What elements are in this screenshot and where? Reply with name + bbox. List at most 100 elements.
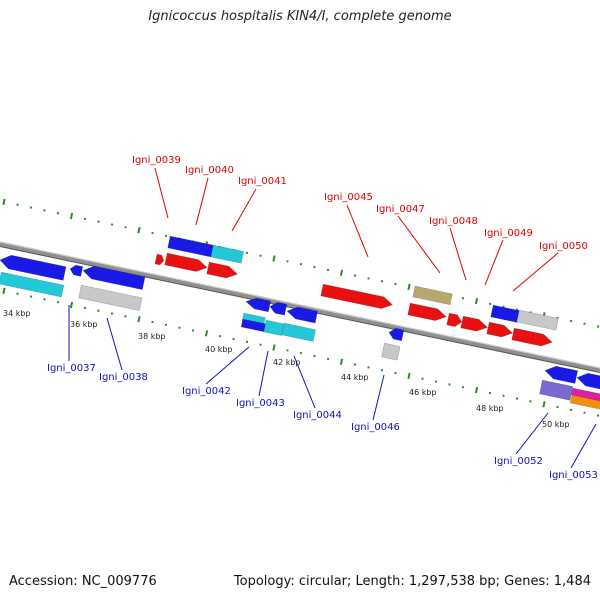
gene-label[interactable]: Igni_0043 bbox=[236, 398, 285, 409]
accession-text: Accession: NC_009776 bbox=[9, 574, 157, 589]
tick-mark bbox=[569, 408, 573, 412]
gene-block bbox=[569, 394, 600, 410]
gene-arrow bbox=[69, 264, 84, 277]
tick-mark bbox=[272, 255, 276, 262]
tick-mark bbox=[502, 394, 505, 397]
gene-label[interactable]: Igni_0046 bbox=[351, 422, 400, 433]
gene-arrow bbox=[269, 302, 288, 316]
gene-block bbox=[570, 387, 600, 402]
scale-labels: 34 kbp 36 kbp 38 kbp 40 kbp 42 kbp 44 kb… bbox=[3, 309, 570, 429]
tick-mark bbox=[556, 405, 559, 409]
gene-block bbox=[381, 342, 401, 361]
tick-mark bbox=[569, 319, 573, 323]
gene-arrow bbox=[544, 365, 579, 384]
gene-arrow bbox=[388, 327, 405, 342]
gene-block bbox=[281, 322, 316, 342]
tick-mark bbox=[97, 309, 100, 312]
tick-mark bbox=[367, 277, 370, 280]
gene-block bbox=[0, 271, 65, 298]
gene-arrow bbox=[245, 297, 271, 313]
tick-mark bbox=[474, 297, 479, 305]
gene-arrow bbox=[511, 327, 553, 347]
tick-mark bbox=[339, 358, 344, 365]
gene-label[interactable]: Igni_0038 bbox=[99, 372, 148, 383]
gene-label[interactable]: Igni_0040 bbox=[185, 165, 234, 176]
tick-mark bbox=[245, 251, 249, 255]
callout-line bbox=[205, 346, 250, 385]
tick-mark bbox=[259, 254, 262, 257]
callout-line bbox=[484, 239, 504, 286]
gene-block bbox=[167, 235, 214, 258]
tick-mark bbox=[2, 287, 6, 294]
gene-label[interactable]: Igni_0047 bbox=[376, 204, 425, 215]
tick-mark bbox=[69, 301, 74, 309]
genome-backbone bbox=[0, 241, 600, 373]
tick-mark bbox=[286, 260, 289, 263]
gene-arrow bbox=[320, 283, 394, 309]
scale-label: 42 kbp bbox=[273, 358, 301, 367]
tick-mark bbox=[421, 377, 424, 380]
gene-label[interactable]: Igni_0052 bbox=[494, 456, 543, 467]
tick-mark bbox=[110, 312, 114, 315]
gene-arrow bbox=[407, 302, 447, 321]
scale-label: 48 kbp bbox=[476, 404, 504, 413]
gene-block bbox=[263, 319, 285, 336]
tick-mark bbox=[124, 226, 127, 229]
tick-mark bbox=[272, 344, 276, 351]
gene-label[interactable]: Igni_0041 bbox=[238, 176, 287, 187]
tick-mark bbox=[448, 383, 451, 386]
gene-label[interactable]: Igni_0049 bbox=[484, 228, 533, 239]
callout-line bbox=[397, 215, 441, 274]
gene-label[interactable]: Igni_0042 bbox=[182, 386, 231, 397]
tick-mark bbox=[394, 371, 397, 375]
callout-lines bbox=[68, 167, 597, 469]
scale-label: 36 kbp bbox=[70, 320, 98, 329]
gene-label[interactable]: Igni_0053 bbox=[549, 470, 598, 481]
gene-label[interactable]: Igni_0048 bbox=[429, 216, 478, 227]
tick-mark bbox=[326, 357, 330, 361]
tick-mark bbox=[474, 386, 479, 394]
tick-mark bbox=[245, 340, 249, 344]
gene-arrow bbox=[286, 306, 318, 324]
tick-mark bbox=[529, 400, 532, 403]
callout-line bbox=[515, 412, 549, 455]
tick-mark bbox=[461, 297, 465, 300]
callout-line bbox=[449, 227, 467, 281]
gene-label[interactable]: Igni_0045 bbox=[324, 192, 373, 203]
scale-label: 40 kbp bbox=[205, 345, 233, 354]
tick-mark bbox=[313, 265, 316, 269]
callout-line bbox=[346, 204, 369, 258]
tick-mark bbox=[151, 320, 154, 324]
tick-mark bbox=[151, 231, 154, 235]
tick-mark bbox=[43, 209, 46, 212]
callout-line bbox=[293, 355, 316, 409]
tick-mark bbox=[232, 337, 235, 341]
tick-mark bbox=[218, 335, 222, 338]
tick-mark bbox=[596, 414, 600, 417]
gene-arrow bbox=[82, 265, 146, 290]
gene-label[interactable]: Igni_0044 bbox=[293, 410, 342, 421]
tick-mark bbox=[83, 217, 87, 221]
tick-mark bbox=[97, 220, 100, 223]
tick-mark bbox=[204, 330, 209, 337]
gene-arrow bbox=[486, 321, 514, 338]
callout-line bbox=[372, 374, 385, 421]
gene-label[interactable]: Igni_0037 bbox=[47, 363, 96, 374]
gene-arrow bbox=[0, 254, 67, 281]
tick-mark bbox=[488, 391, 492, 395]
tick-mark bbox=[137, 316, 141, 323]
tick-mark bbox=[56, 211, 60, 215]
scale-label: 34 kbp bbox=[3, 309, 31, 318]
map-title: Ignicoccus hospitalis KIN4/I, complete g… bbox=[148, 9, 452, 24]
gene-label[interactable]: Igni_0050 bbox=[539, 241, 588, 252]
tick-mark bbox=[110, 223, 114, 226]
callout-line bbox=[512, 252, 559, 292]
tick-mark bbox=[124, 315, 127, 318]
gene-label[interactable]: Igni_0039 bbox=[132, 155, 181, 166]
tick-mark bbox=[394, 282, 397, 286]
gene-block bbox=[210, 244, 244, 264]
tick-mark bbox=[515, 397, 519, 400]
tick-mark bbox=[56, 300, 60, 304]
tick-mark bbox=[164, 323, 168, 327]
tick-mark bbox=[461, 386, 465, 389]
